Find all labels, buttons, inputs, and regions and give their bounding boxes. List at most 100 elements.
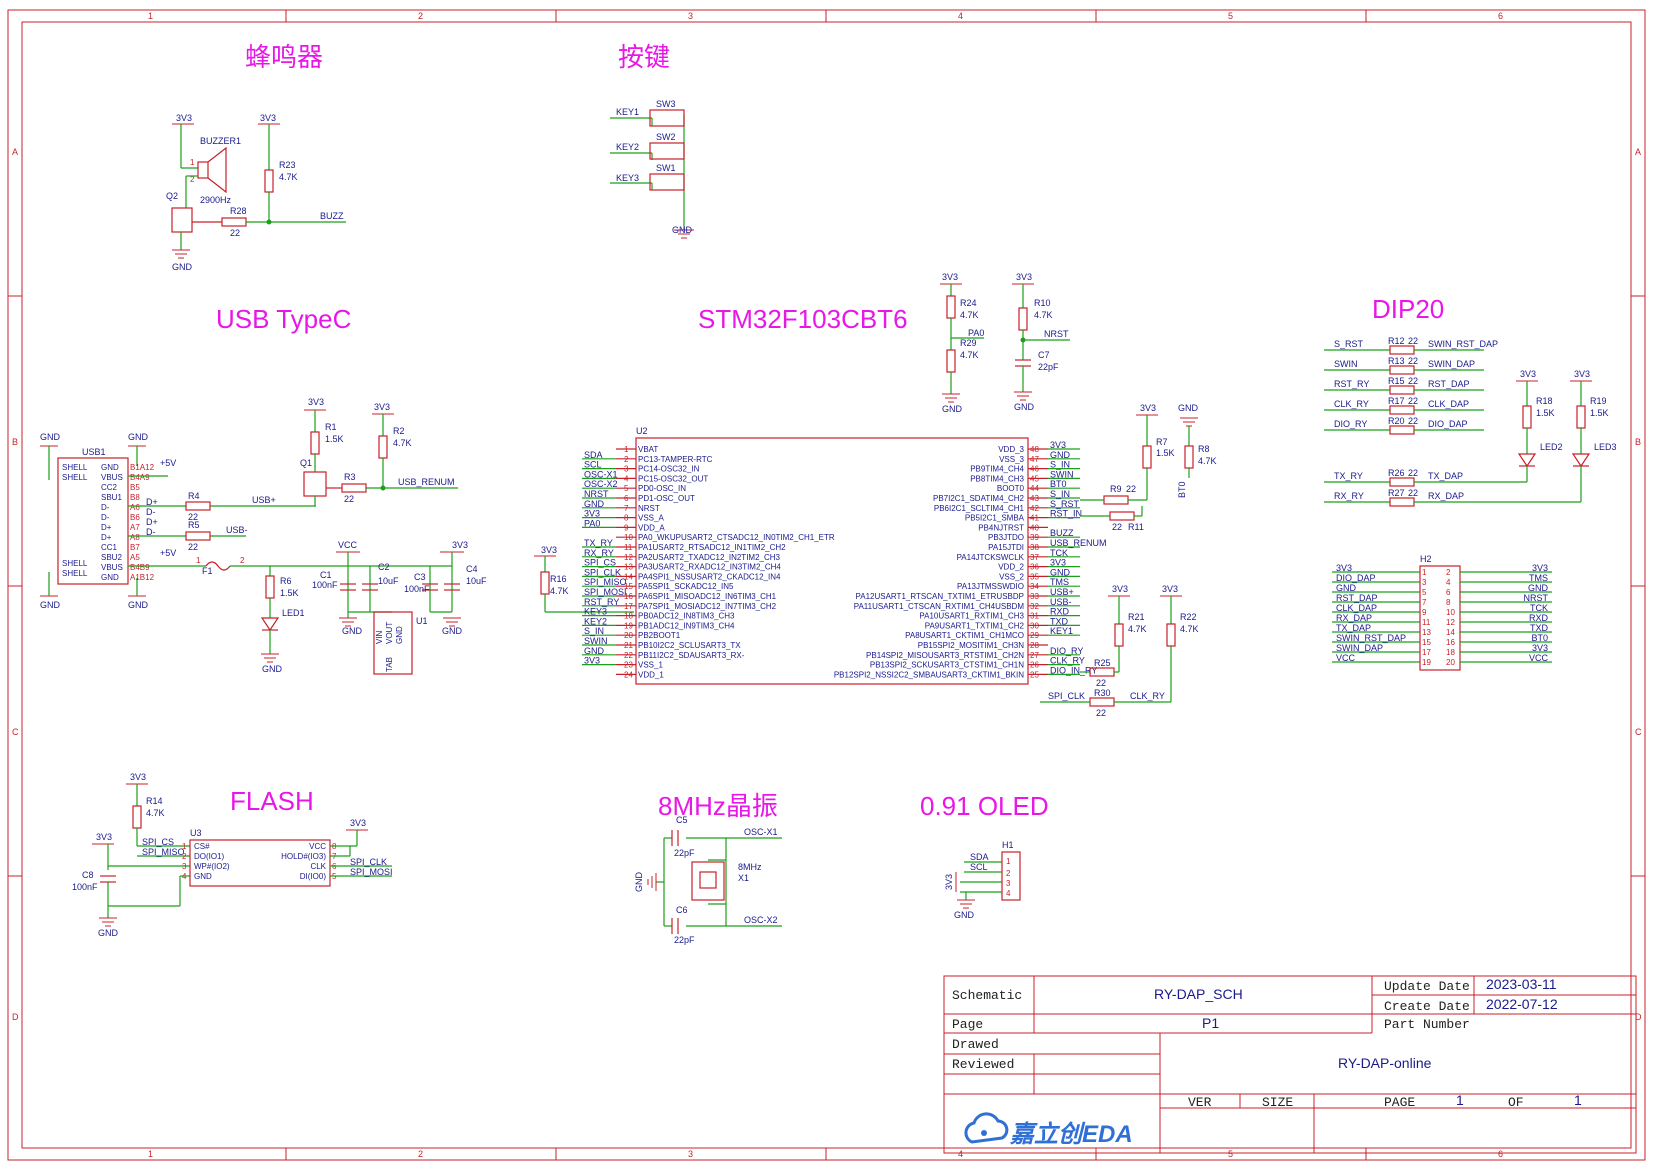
led1-ref: LED1 bbox=[282, 608, 305, 618]
mcu-left-pin-num: 24 bbox=[624, 670, 633, 679]
mcu-right-net: BT0 bbox=[1050, 479, 1067, 489]
mcu-left-pin-name: PA4SPI1_NSSUSART2_CKADC12_IN4 bbox=[638, 572, 781, 581]
resistor-r1 bbox=[310, 431, 320, 455]
usb-gnd-c1: GND bbox=[342, 626, 363, 636]
mcu-right-pin-name: PB4NJTRST bbox=[978, 523, 1024, 532]
mcu-left-pin-name: PA5SPI1_SCKADC12_IN5 bbox=[638, 582, 734, 591]
mcu-left-net: SDA bbox=[584, 450, 603, 460]
tb-part-label: Part Number bbox=[1384, 1017, 1470, 1032]
section-title-buzzer: 蜂鸣器 bbox=[245, 42, 323, 72]
ruler-row-b: B bbox=[12, 437, 18, 447]
mcu-left-pin-num: 10 bbox=[624, 533, 633, 542]
mosfet-q1 bbox=[303, 471, 327, 497]
r1-ref: R1 bbox=[325, 422, 337, 432]
mcu-left-pin-num: 20 bbox=[624, 631, 633, 640]
dip-res-val: 22 bbox=[1408, 488, 1418, 498]
resistor-r29 bbox=[946, 349, 956, 373]
usb-vcc: VCC bbox=[338, 540, 358, 550]
h2-right-num: 10 bbox=[1446, 608, 1455, 617]
led3-symbol bbox=[1571, 453, 1591, 468]
h2-right-num: 12 bbox=[1446, 618, 1455, 627]
mcu-right-pin-num: 26 bbox=[1030, 661, 1039, 670]
resistor-r19 bbox=[1576, 405, 1586, 429]
c4-val: 10uF bbox=[466, 576, 487, 586]
dip-3v3-a: 3V3 bbox=[1520, 369, 1536, 379]
mcu-left-pin-num: 15 bbox=[624, 582, 633, 591]
dip-resistor bbox=[1389, 405, 1415, 415]
r4-val: 22 bbox=[188, 512, 198, 522]
mcu-right-pin-name: PA14JTCKSWCLK bbox=[957, 553, 1025, 562]
mcu-left-pin-name: PA6SPI1_MISOADC12_IN6TIM3_CH1 bbox=[638, 592, 777, 601]
sw3-ref: SW3 bbox=[656, 99, 676, 109]
usb-5v-b: +5V bbox=[160, 548, 176, 558]
mcu-right-pin-name: PB8TIM4_CH3 bbox=[970, 474, 1024, 483]
mcu-right-net: GND bbox=[1050, 450, 1071, 460]
r18-val: 1.5K bbox=[1536, 408, 1555, 418]
dip-res-val: 22 bbox=[1408, 336, 1418, 346]
mcu-right-pin-num: 43 bbox=[1030, 494, 1039, 503]
h2-right-num: 6 bbox=[1446, 588, 1451, 597]
dip-resistor bbox=[1389, 425, 1415, 435]
r14-ref: R14 bbox=[146, 796, 163, 806]
c3-val: 100nF bbox=[404, 584, 430, 594]
u3-ref: U3 bbox=[190, 828, 202, 838]
flash-u3 bbox=[189, 839, 331, 887]
mcu-left-pin-name: PA7SPI1_MOSIADC12_IN7TIM3_CH2 bbox=[638, 602, 777, 611]
usb-pin-number: B8 bbox=[130, 493, 140, 502]
flash-left-pin: GND bbox=[194, 872, 212, 881]
mcu-right-net: S_RST bbox=[1050, 499, 1080, 509]
mcu-right-net: 3V3 bbox=[1050, 440, 1066, 450]
mcu-3v3-d: 3V3 bbox=[541, 545, 557, 555]
mcu-left-net: SWIN bbox=[584, 636, 608, 646]
led3-ref: LED3 bbox=[1594, 442, 1617, 452]
mcu-left-pin-name: PA2USART2_TXADC12_IN2TIM2_CH3 bbox=[638, 553, 781, 562]
mcu-left-pin-num: 1 bbox=[624, 445, 629, 454]
mcu-left-net: 3V3 bbox=[584, 509, 600, 519]
mcu-right-pin-num: 48 bbox=[1030, 445, 1039, 454]
net-spi-cs: SPI_CS bbox=[142, 837, 174, 847]
dip-res-ref: R12 bbox=[1388, 336, 1405, 346]
c5-val: 22pF bbox=[674, 848, 695, 858]
usb-gnd-c: GND bbox=[40, 600, 61, 610]
mcu-left-net: RX_RY bbox=[584, 548, 614, 558]
dip-net-in: RST_RY bbox=[1334, 379, 1369, 389]
r7-val: 1.5K bbox=[1156, 448, 1175, 458]
dip-net-out: RST_DAP bbox=[1428, 379, 1470, 389]
flash-3v3-a: 3V3 bbox=[130, 772, 146, 782]
net-flash-spi-mosi: SPI_MOSI bbox=[350, 867, 393, 877]
dip-res-ref: R26 bbox=[1388, 468, 1405, 478]
dip-net-out: SWIN_RST_DAP bbox=[1428, 339, 1498, 349]
buzzer-pin1: 1 bbox=[190, 158, 195, 167]
oled-gnd: GND bbox=[954, 910, 975, 920]
r28-ref: R28 bbox=[230, 206, 247, 216]
ruler-col-1b: 1 bbox=[148, 1149, 153, 1159]
mcu-right-net: USB_RENUM bbox=[1050, 538, 1107, 548]
resistor-r3 bbox=[341, 483, 367, 493]
mcu-left-net: OSC-X2 bbox=[584, 479, 618, 489]
f1-ref: F1 bbox=[202, 566, 213, 576]
resistor-r7 bbox=[1142, 445, 1152, 469]
crystal-gnd: GND bbox=[634, 872, 644, 893]
flash-left-num: 2 bbox=[182, 852, 187, 861]
mcu-3v3-e: 3V3 bbox=[1112, 584, 1128, 594]
mcu-right-pin-name: VSS_2 bbox=[999, 572, 1024, 581]
buzzer-horn bbox=[207, 146, 227, 194]
buzzer-circuit: 3V3 3V3 R23 4.7K BUZZER1 2900Hz 1 2 Q2 R… bbox=[166, 113, 346, 272]
dip-net-in: DIO_RY bbox=[1334, 419, 1367, 429]
dip-net-in: TX_RY bbox=[1334, 471, 1363, 481]
switch-sw1 bbox=[649, 173, 685, 191]
mcu-right-pin-name: VDD_2 bbox=[998, 563, 1024, 572]
resistor-r30 bbox=[1089, 697, 1115, 707]
net-spi-clk: SPI_CLK bbox=[1048, 691, 1085, 701]
mcu-left-pin-num: 13 bbox=[624, 563, 633, 572]
h2-right-net: 3V3 bbox=[1532, 643, 1548, 653]
ruler-col-2b: 2 bbox=[418, 1149, 423, 1159]
tb-schematic-name: RY-DAP_SCH bbox=[1154, 986, 1243, 1002]
mcu-left-pin-num: 11 bbox=[624, 543, 633, 552]
mcu-left-pin-name: PA3USART2_RXADC12_IN3TIM2_CH4 bbox=[638, 563, 781, 572]
x1-ref: X1 bbox=[738, 873, 749, 883]
h2-left-num: 15 bbox=[1422, 638, 1431, 647]
r5-val: 22 bbox=[188, 542, 198, 552]
flash-gnd: GND bbox=[98, 928, 119, 938]
h2-left-num: 19 bbox=[1422, 658, 1431, 667]
